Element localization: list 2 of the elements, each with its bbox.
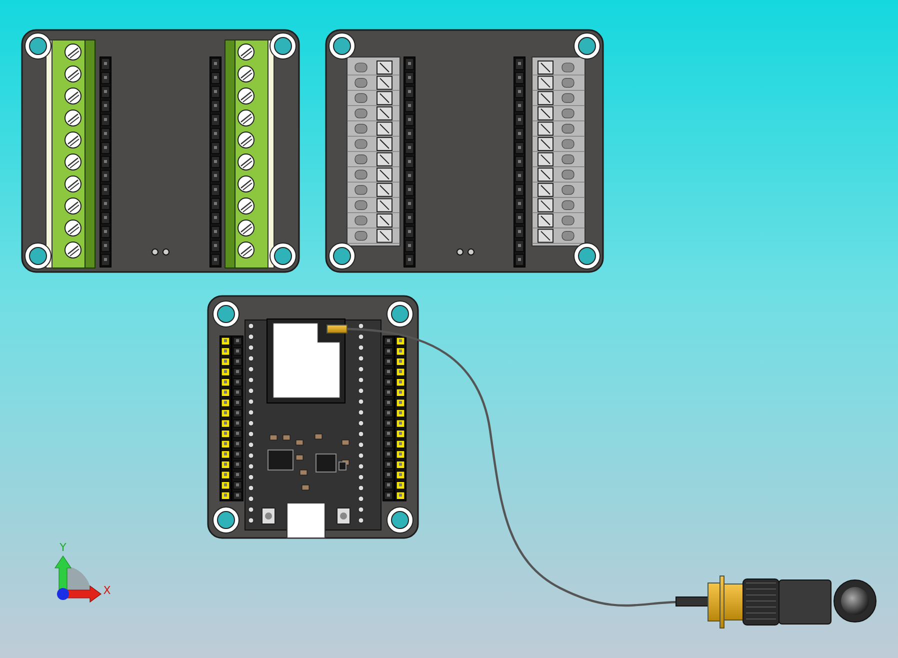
axis-label: Y — [60, 541, 66, 554]
axis-label: X — [103, 584, 111, 597]
